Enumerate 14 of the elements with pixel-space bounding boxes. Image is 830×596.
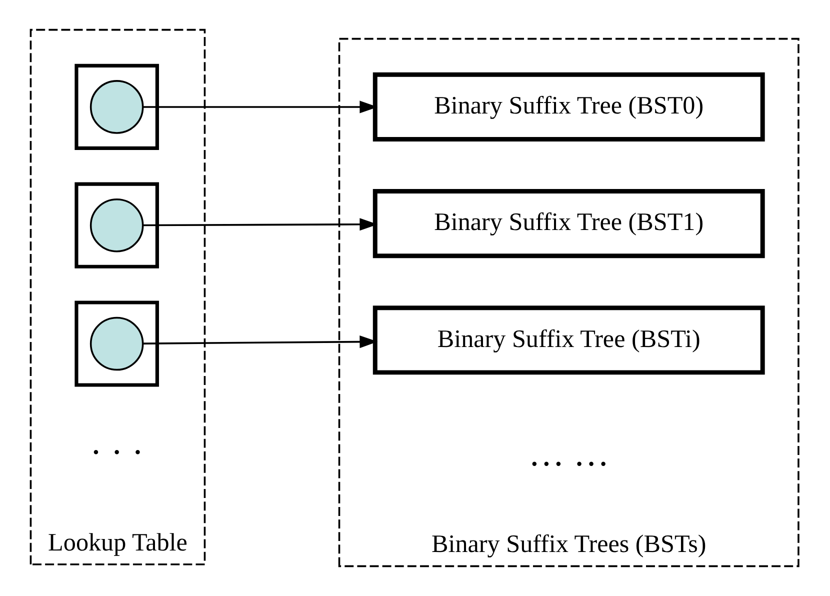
arrow [142, 336, 378, 348]
node-circle [89, 198, 144, 252]
label: … … [528, 434, 609, 474]
node-circle [89, 80, 144, 134]
cluster [74, 182, 158, 268]
label: · · · [89, 432, 144, 472]
cluster [74, 300, 158, 387]
node-circle [89, 316, 144, 371]
node-box: Binary Suffix Tree (BST1) [372, 189, 764, 258]
arrow [142, 100, 378, 114]
node-box: Binary Suffix Tree (BST0) [372, 72, 764, 142]
cluster [74, 64, 158, 150]
arrow [142, 218, 378, 231]
node-box: Binary Suffix Tree (BSTi) [372, 306, 764, 375]
